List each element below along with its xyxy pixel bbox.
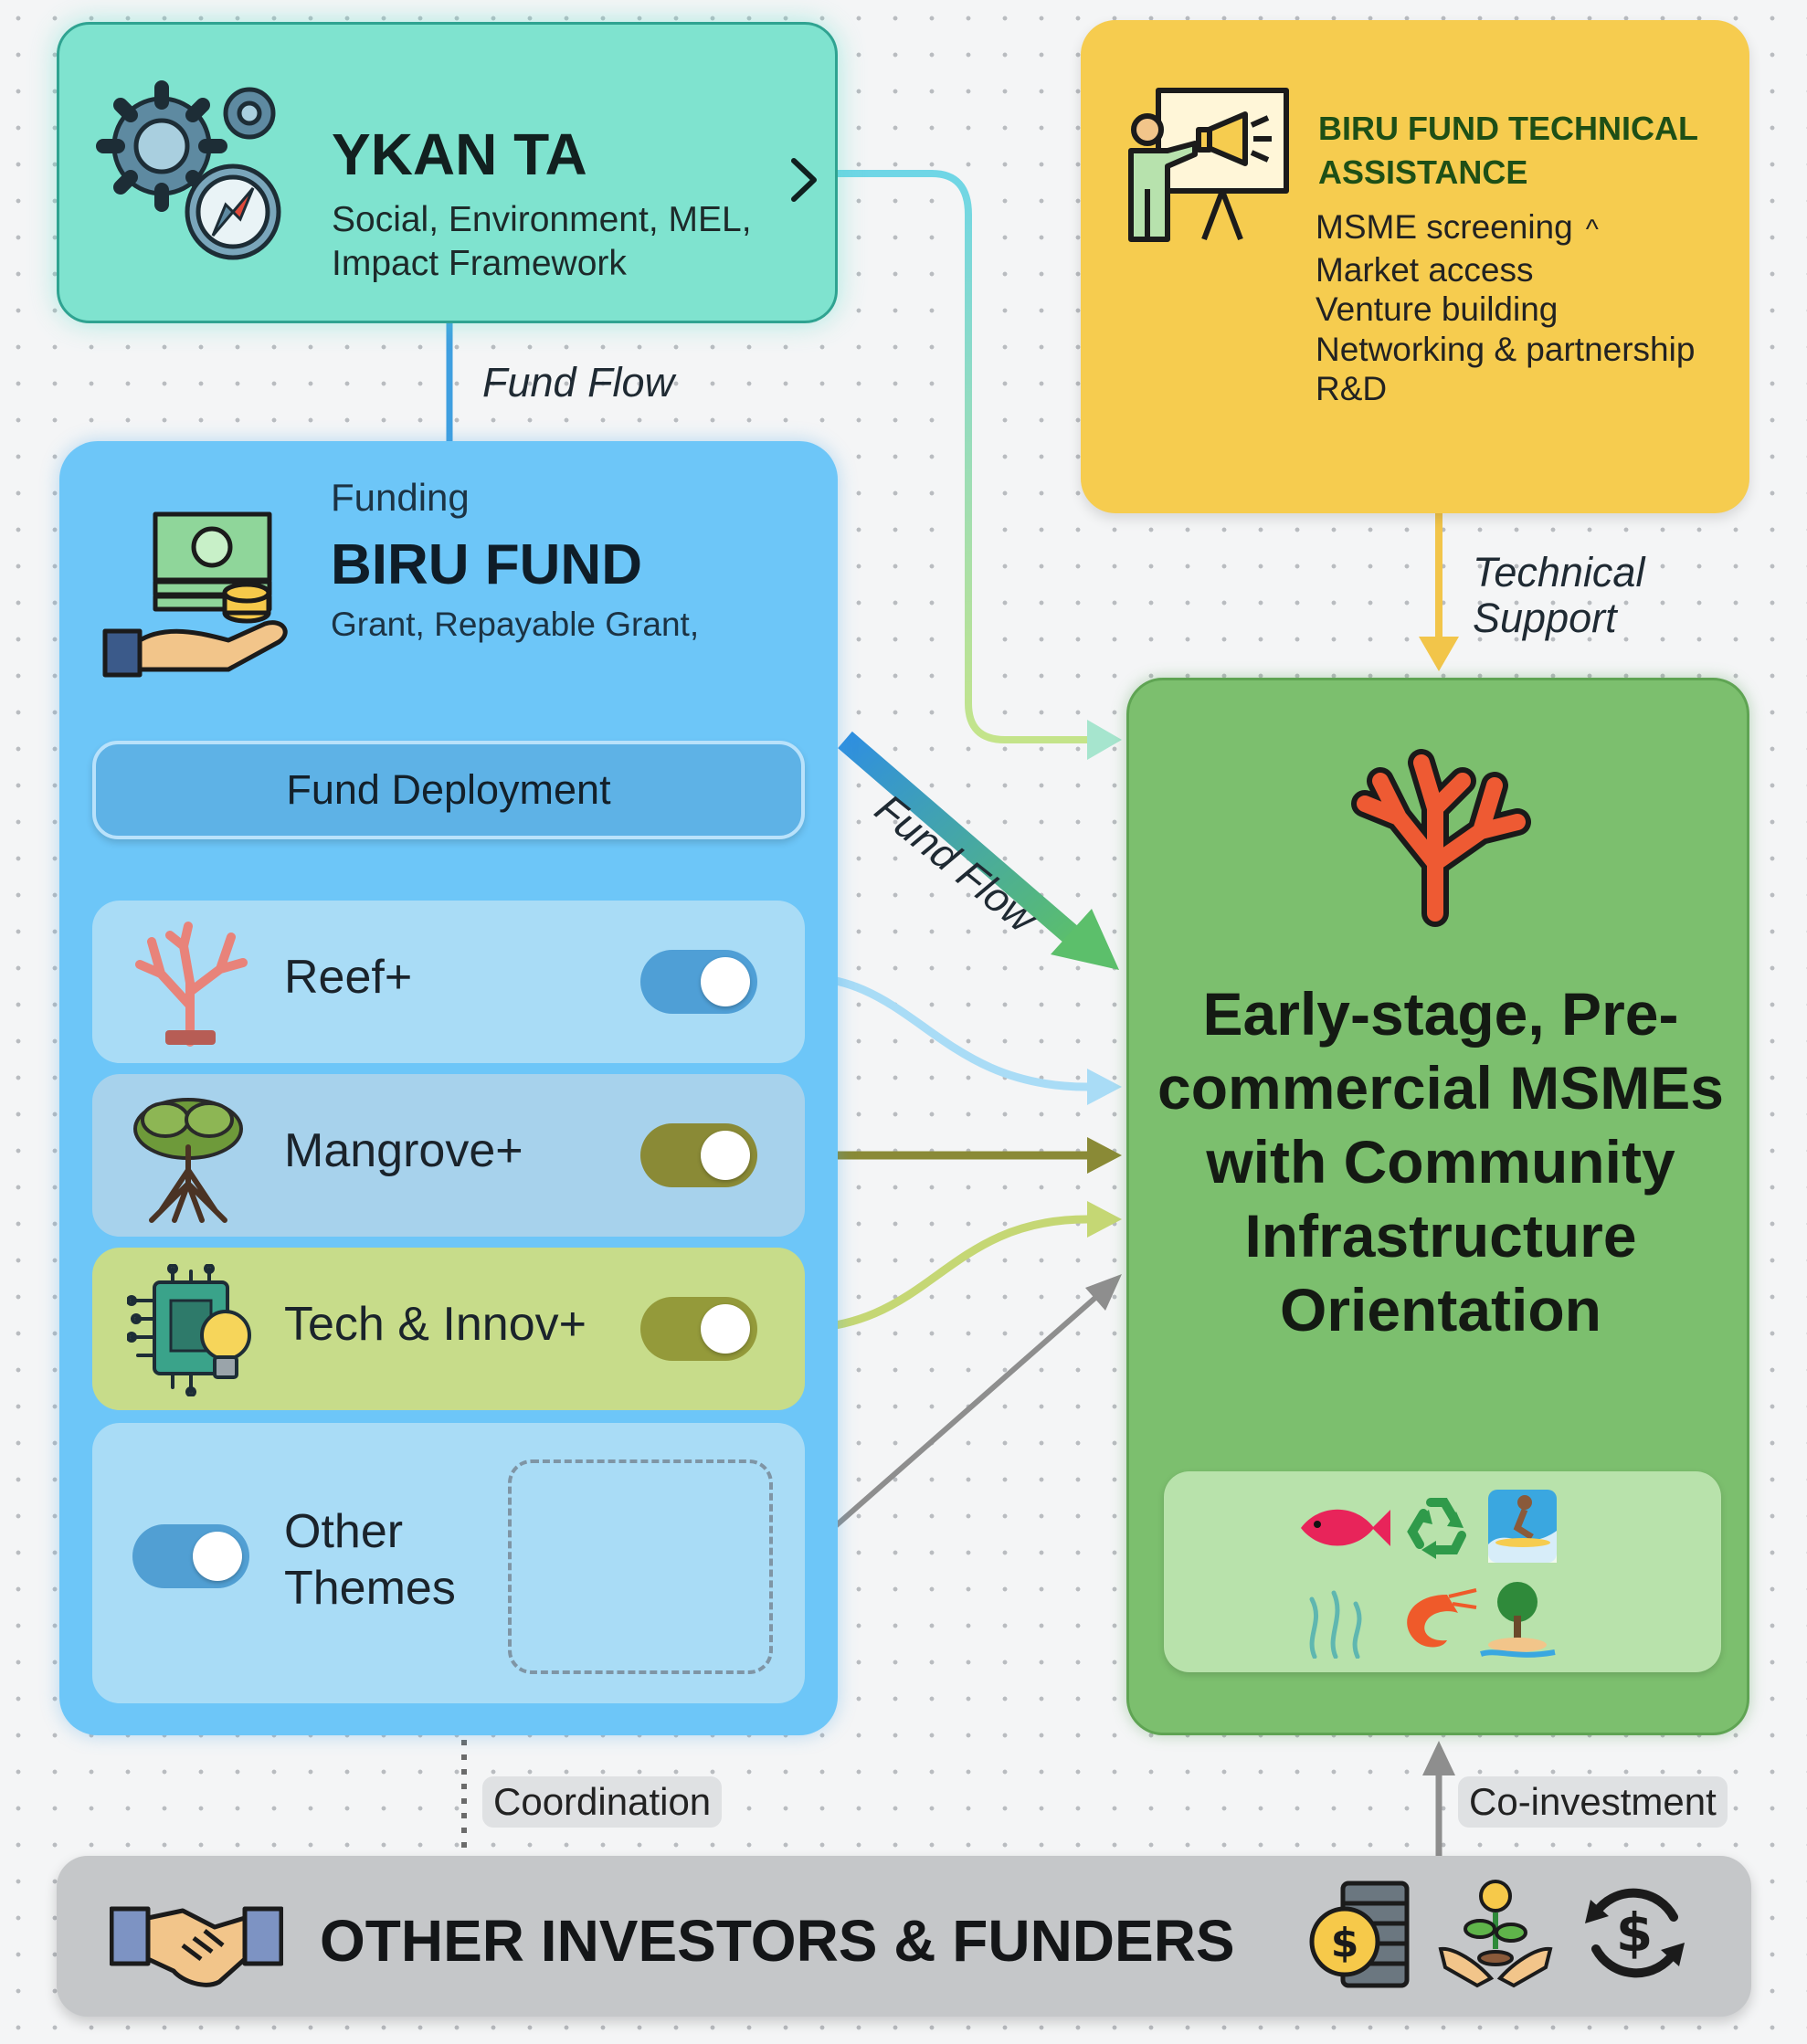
toggle-knob bbox=[701, 957, 750, 1006]
dollar-cycle-icon: $ bbox=[1585, 1888, 1685, 1978]
tech-arrowhead bbox=[1087, 1201, 1122, 1238]
other-themes-placeholder bbox=[508, 1459, 773, 1674]
mangrove-toggle[interactable] bbox=[640, 1123, 757, 1187]
ykan-to-target-arrow bbox=[838, 170, 1092, 743]
co-investment-arrowhead bbox=[1422, 1741, 1455, 1775]
biru-fund-box: Funding BIRU FUND Grant, Repayable Grant… bbox=[59, 441, 838, 1735]
technical-support-label: Technical Support bbox=[1473, 549, 1645, 641]
svg-text:$: $ bbox=[1616, 1902, 1653, 1964]
theme-tech-label: Tech & Innov+ bbox=[284, 1298, 586, 1351]
mangrove-arrowhead bbox=[1087, 1137, 1122, 1174]
recycle-icon bbox=[1407, 1498, 1466, 1559]
investors-title: OTHER INVESTORS & FUNDERS bbox=[320, 1908, 1235, 1974]
investors-bar: OTHER INVESTORS & FUNDERS $ $ bbox=[57, 1856, 1751, 2017]
coins-stack-icon: $ bbox=[1309, 1881, 1410, 1988]
surfer-icon bbox=[1488, 1490, 1557, 1563]
toggle-knob bbox=[701, 1131, 750, 1180]
target-title: Early-stage, Pre-commercial MSMEs with C… bbox=[1157, 980, 1724, 1343]
ykan-ta-box: YKAN TA Social, Environment, MEL, Impact… bbox=[57, 22, 838, 323]
mangrove-tree-icon bbox=[133, 1098, 243, 1223]
ykan-ta-title: YKAN TA bbox=[332, 121, 587, 187]
fund-flow-diag-arrowhead bbox=[1051, 909, 1119, 970]
biru-fund-title: BIRU FUND bbox=[331, 533, 642, 596]
gears-compass-icon bbox=[96, 80, 281, 260]
toggle-knob bbox=[701, 1304, 750, 1354]
target-icon-panel bbox=[1164, 1471, 1721, 1672]
ta-item-rnd: R&D bbox=[1316, 370, 1388, 407]
co-investment-label: Co-investment bbox=[1458, 1776, 1728, 1828]
fund-flow-diag-label: Fund Flow bbox=[866, 785, 1045, 943]
theme-mangrove-label: Mangrove+ bbox=[284, 1124, 523, 1177]
ykan-to-target-arrowhead bbox=[1087, 720, 1122, 760]
ta-to-target-arrowhead bbox=[1419, 637, 1459, 671]
biru-fund-label: Funding bbox=[331, 476, 470, 519]
technical-assistance-box: BIRU FUND TECHNICAL ASSISTANCE MSME scre… bbox=[1081, 20, 1749, 513]
caret-up-icon[interactable]: ^ bbox=[1585, 215, 1599, 245]
fish-icon bbox=[1301, 1509, 1390, 1546]
other-arrow bbox=[793, 1294, 1098, 1565]
theme-other: Other Themes bbox=[92, 1423, 805, 1703]
shrimp-icon bbox=[1407, 1588, 1477, 1648]
presenter-megaphone-icon bbox=[1128, 88, 1289, 242]
island-tree-icon bbox=[1480, 1582, 1556, 1658]
tech-toggle[interactable] bbox=[640, 1297, 757, 1361]
reef-arrowhead bbox=[1087, 1069, 1122, 1105]
theme-other-label: Other Themes bbox=[284, 1505, 456, 1615]
ykan-ta-subtitle: Social, Environment, MEL, Impact Framewo… bbox=[332, 200, 752, 283]
hand-money-icon bbox=[102, 511, 288, 678]
reef-toggle[interactable] bbox=[640, 950, 757, 1014]
svg-text:$: $ bbox=[1331, 1920, 1359, 1966]
technical-assistance-list: MSME screening^ Market access Venture bu… bbox=[1316, 207, 1695, 409]
toggle-knob bbox=[193, 1532, 242, 1581]
fund-flow-label: Fund Flow bbox=[482, 359, 675, 406]
ta-item-market-access: Market access bbox=[1316, 250, 1534, 289]
ta-item-msme-screening: MSME screening^ bbox=[1316, 207, 1695, 250]
theme-tech: Tech & Innov+ bbox=[92, 1248, 805, 1410]
plant-coin-hands-icon bbox=[1438, 1880, 1553, 1988]
handshake-icon bbox=[110, 1906, 283, 1987]
coral-icon bbox=[135, 922, 248, 1047]
chip-bulb-icon bbox=[127, 1264, 251, 1396]
fund-deployment-button[interactable]: Fund Deployment bbox=[92, 741, 805, 839]
seaweed-icon bbox=[1309, 1590, 1362, 1659]
theme-mangrove: Mangrove+ bbox=[92, 1074, 805, 1237]
red-coral-icon bbox=[1351, 749, 1531, 927]
biru-fund-subtitle: Grant, Repayable Grant, bbox=[331, 606, 700, 643]
target-msme-box: Early-stage, Pre-commercial MSMEs with C… bbox=[1126, 678, 1749, 1735]
theme-reef-label: Reef+ bbox=[284, 951, 413, 1004]
other-themes-toggle[interactable] bbox=[132, 1524, 249, 1588]
ta-item-venture-building: Venture building bbox=[1316, 290, 1559, 328]
ta-item-networking: Networking & partnership bbox=[1316, 330, 1696, 368]
other-arrowhead bbox=[1085, 1274, 1122, 1311]
chevron-right-icon[interactable] bbox=[772, 148, 836, 212]
theme-reef: Reef+ bbox=[92, 901, 805, 1063]
technical-assistance-title: BIRU FUND TECHNICAL ASSISTANCE bbox=[1318, 110, 1698, 191]
coordination-label: Coordination bbox=[482, 1776, 723, 1828]
